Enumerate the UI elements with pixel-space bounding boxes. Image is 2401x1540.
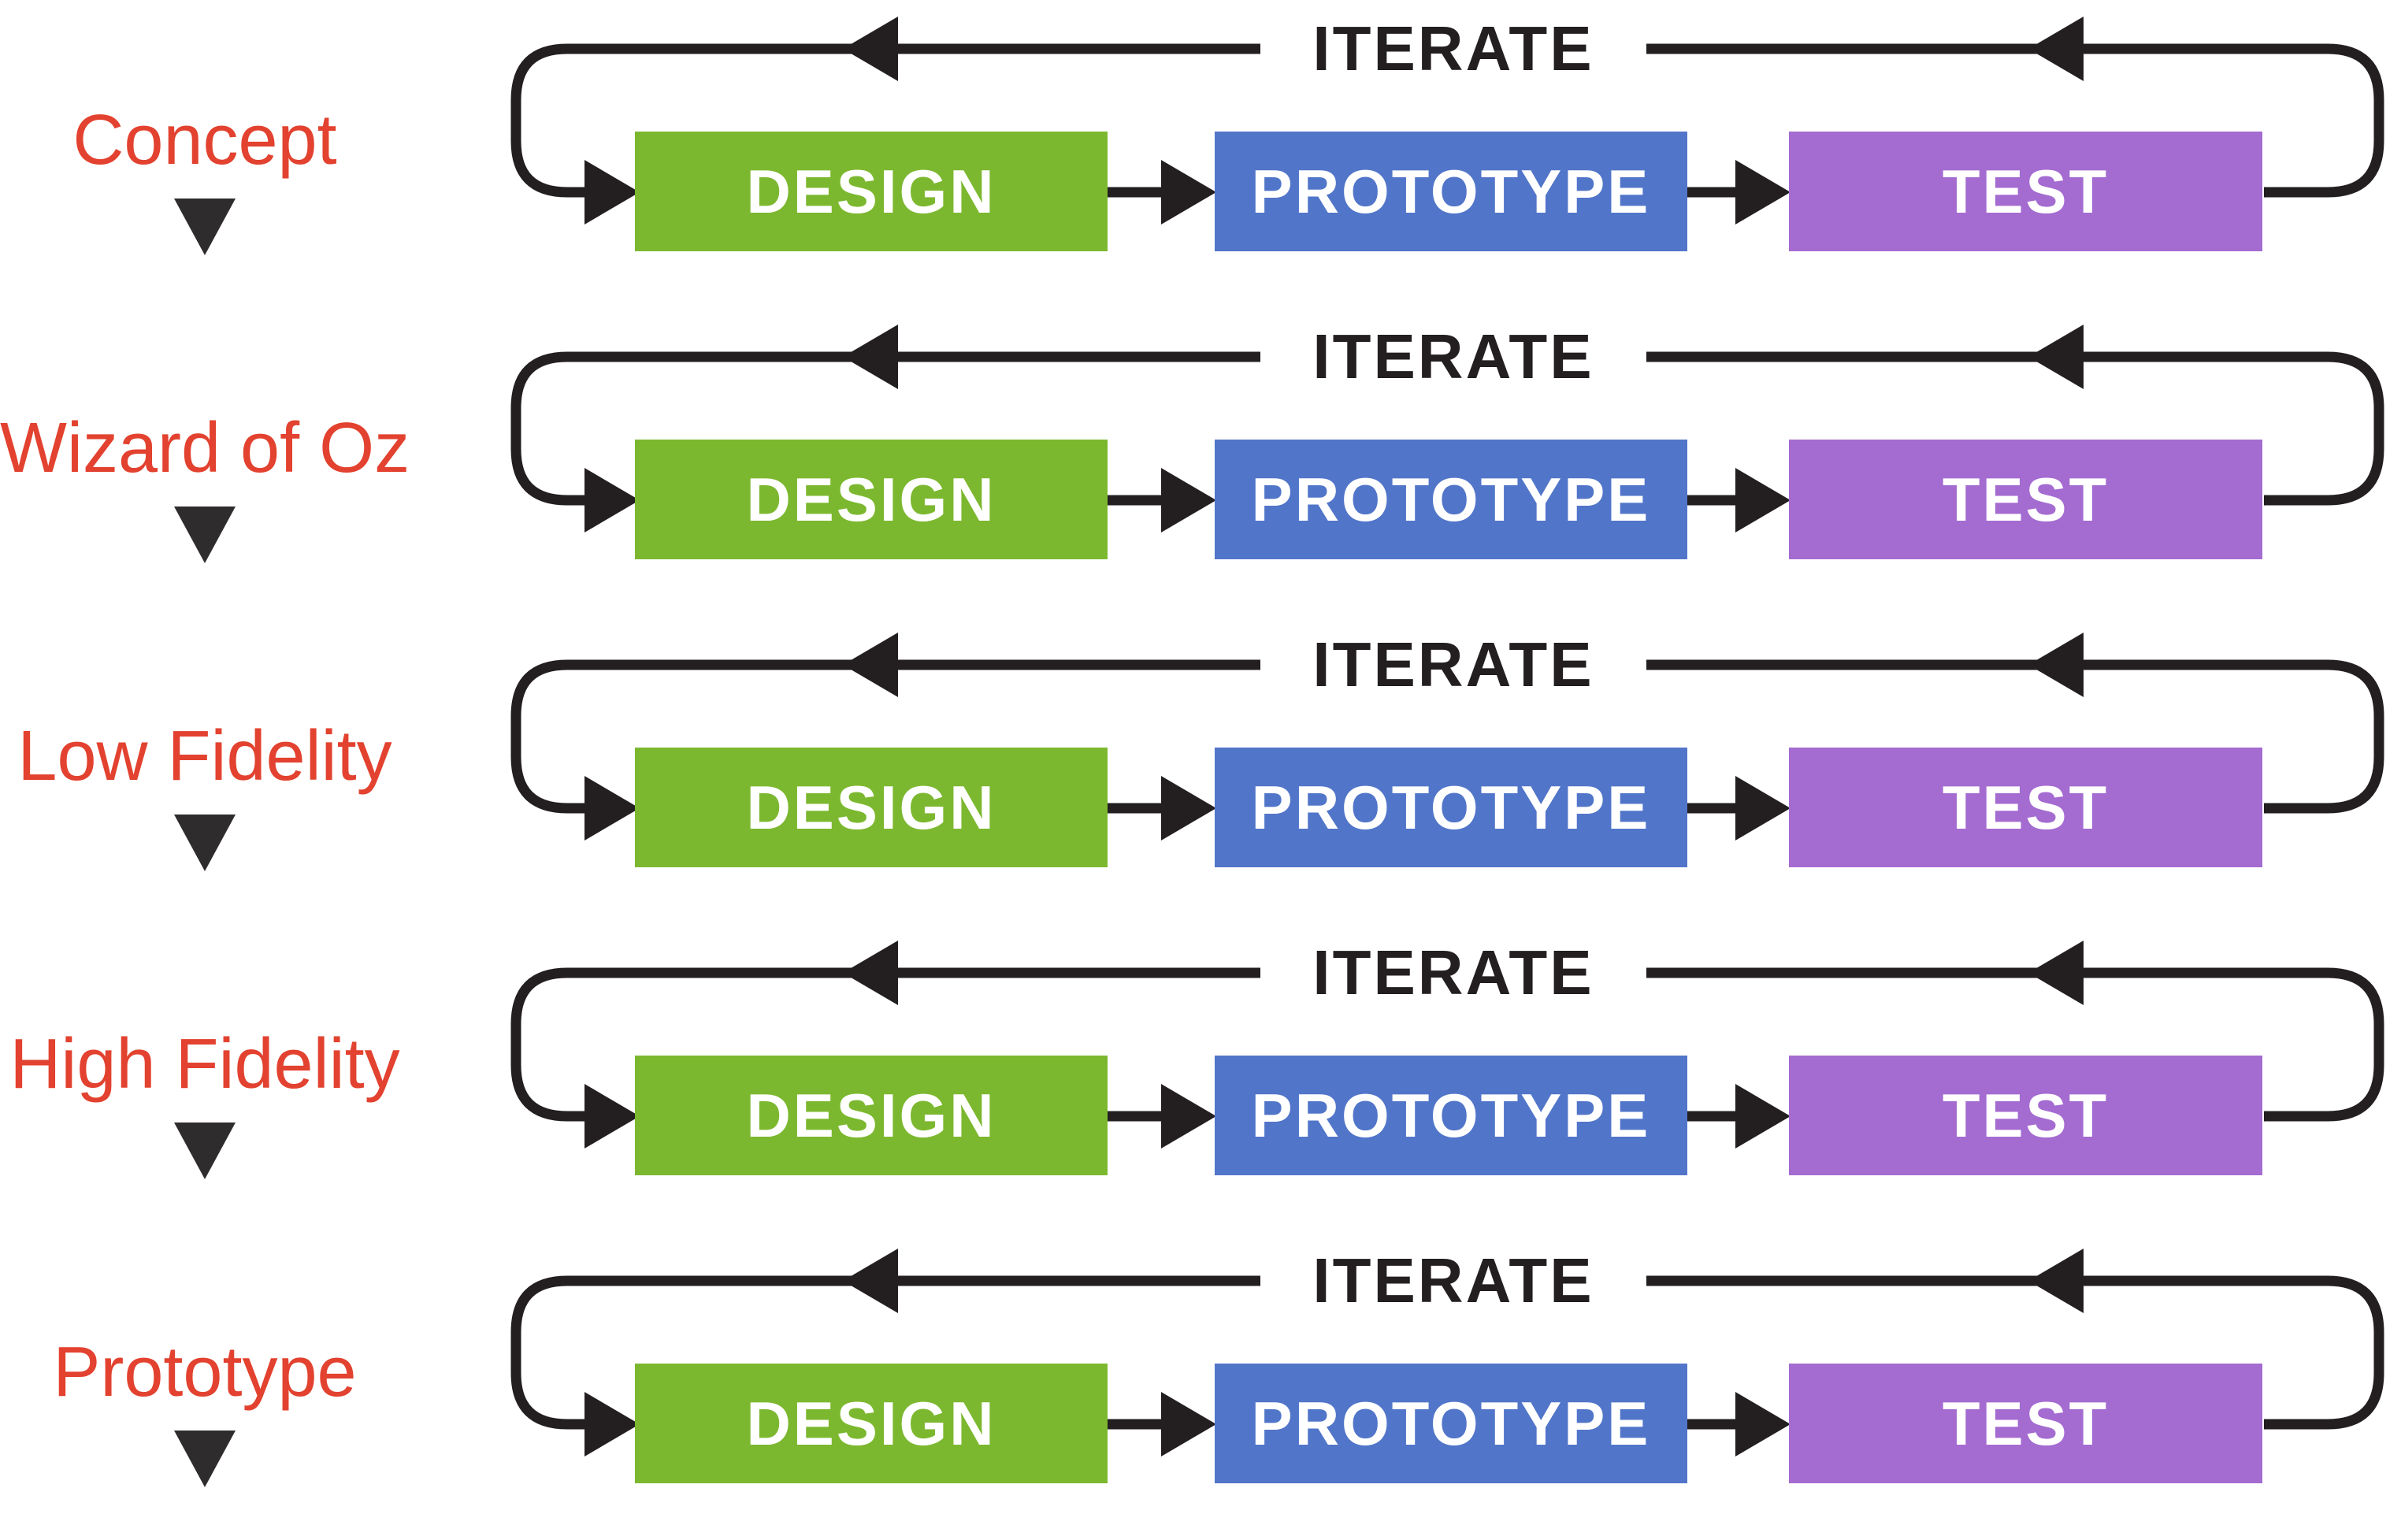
- process-row-5: Prototype ITERATE D: [0, 1232, 2401, 1540]
- prototype-box: PROTOTYPE: [1215, 132, 1687, 251]
- arrowhead-into-design-icon: [584, 160, 640, 225]
- stage-label: Concept: [72, 101, 337, 180]
- test-box: TEST: [1789, 1056, 2262, 1175]
- prototype-to-test-arrowhead-icon: [1735, 1392, 1791, 1457]
- test-box: TEST: [1789, 132, 2262, 251]
- iterate-loop-arrows: [510, 941, 2384, 1149]
- loop-left-line: [510, 351, 1260, 506]
- iterate-right-arrowhead-icon: [2028, 941, 2084, 1005]
- iterate-label: ITERATE: [1312, 629, 1594, 699]
- arrowhead-into-design-icon: [584, 1392, 640, 1457]
- design-to-prototype-arrowhead-icon: [1161, 1392, 1216, 1457]
- iterate-loop-arrows: [510, 17, 2384, 225]
- iterate-label: ITERATE: [1312, 13, 1594, 83]
- iterate-label: ITERATE: [1312, 1245, 1594, 1315]
- arrowhead-into-design-icon: [584, 1084, 640, 1149]
- loop-left-line: [510, 967, 1260, 1122]
- loop-left-line: [510, 1275, 1260, 1430]
- iterate-loop-arrows: [510, 1249, 2384, 1457]
- loop-right-line: [1646, 351, 2384, 506]
- prototype-box: PROTOTYPE: [1215, 1056, 1687, 1175]
- prototype-box: PROTOTYPE: [1215, 440, 1687, 559]
- down-triangle-icon: [174, 1431, 236, 1487]
- iterate-left-arrowhead-icon: [843, 17, 898, 81]
- prototype-to-test-arrowhead-icon: [1735, 160, 1791, 225]
- iterate-right-arrowhead-icon: [2028, 17, 2084, 81]
- design-to-prototype-arrowhead-icon: [1161, 1084, 1216, 1149]
- prototype-to-test-arrowhead-icon: [1735, 776, 1791, 841]
- iterate-right-arrowhead-icon: [2028, 325, 2084, 389]
- stage-label: Prototype: [53, 1333, 357, 1412]
- iterative-design-diagram: Concept ITERATE DES: [0, 0, 2401, 1487]
- process-row-3: Low Fidelity ITERATE: [0, 616, 2401, 924]
- iterate-label: ITERATE: [1312, 937, 1594, 1007]
- down-triangle-icon: [174, 507, 236, 563]
- design-to-prototype-arrowhead-icon: [1161, 160, 1216, 225]
- design-to-prototype-arrowhead-icon: [1161, 468, 1216, 533]
- process-row-2: Wizard of Oz ITERATE: [0, 308, 2401, 616]
- design-box: DESIGN: [635, 1056, 1108, 1175]
- process-row-4: High Fidelity ITERATE: [0, 924, 2401, 1232]
- iterate-loop-arrows: [510, 633, 2384, 841]
- arrowhead-into-design-icon: [584, 468, 640, 533]
- iterate-right-arrowhead-icon: [2028, 1249, 2084, 1313]
- prototype-to-test-arrowhead-icon: [1735, 1084, 1791, 1149]
- iterate-left-arrowhead-icon: [843, 1249, 898, 1313]
- iterate-left-arrowhead-icon: [843, 325, 898, 389]
- stage-label: Wizard of Oz: [0, 409, 410, 488]
- iterate-label: ITERATE: [1312, 321, 1594, 391]
- iterate-left-arrowhead-icon: [843, 941, 898, 1005]
- process-row-1: Concept ITERATE DES: [0, 0, 2401, 308]
- down-triangle-icon: [174, 815, 236, 871]
- stage-label: Low Fidelity: [17, 717, 392, 796]
- iterate-right-arrowhead-icon: [2028, 633, 2084, 697]
- down-triangle-icon: [174, 1123, 236, 1179]
- design-box: DESIGN: [635, 440, 1108, 559]
- design-box: DESIGN: [635, 748, 1108, 867]
- loop-right-line: [1646, 43, 2384, 198]
- down-triangle-icon: [174, 199, 236, 255]
- loop-left-line: [510, 43, 1260, 198]
- loop-right-line: [1646, 967, 2384, 1122]
- test-box: TEST: [1789, 440, 2262, 559]
- iterate-loop-arrows: [510, 325, 2384, 533]
- design-box: DESIGN: [635, 1364, 1108, 1483]
- arrowhead-into-design-icon: [584, 776, 640, 841]
- loop-right-line: [1646, 659, 2384, 814]
- loop-right-line: [1646, 1275, 2384, 1430]
- stage-label: High Fidelity: [9, 1025, 400, 1104]
- prototype-to-test-arrowhead-icon: [1735, 468, 1791, 533]
- loop-left-line: [510, 659, 1260, 814]
- test-box: TEST: [1789, 1364, 2262, 1483]
- prototype-box: PROTOTYPE: [1215, 748, 1687, 867]
- test-box: TEST: [1789, 748, 2262, 867]
- iterate-left-arrowhead-icon: [843, 633, 898, 697]
- design-box: DESIGN: [635, 132, 1108, 251]
- prototype-box: PROTOTYPE: [1215, 1364, 1687, 1483]
- design-to-prototype-arrowhead-icon: [1161, 776, 1216, 841]
